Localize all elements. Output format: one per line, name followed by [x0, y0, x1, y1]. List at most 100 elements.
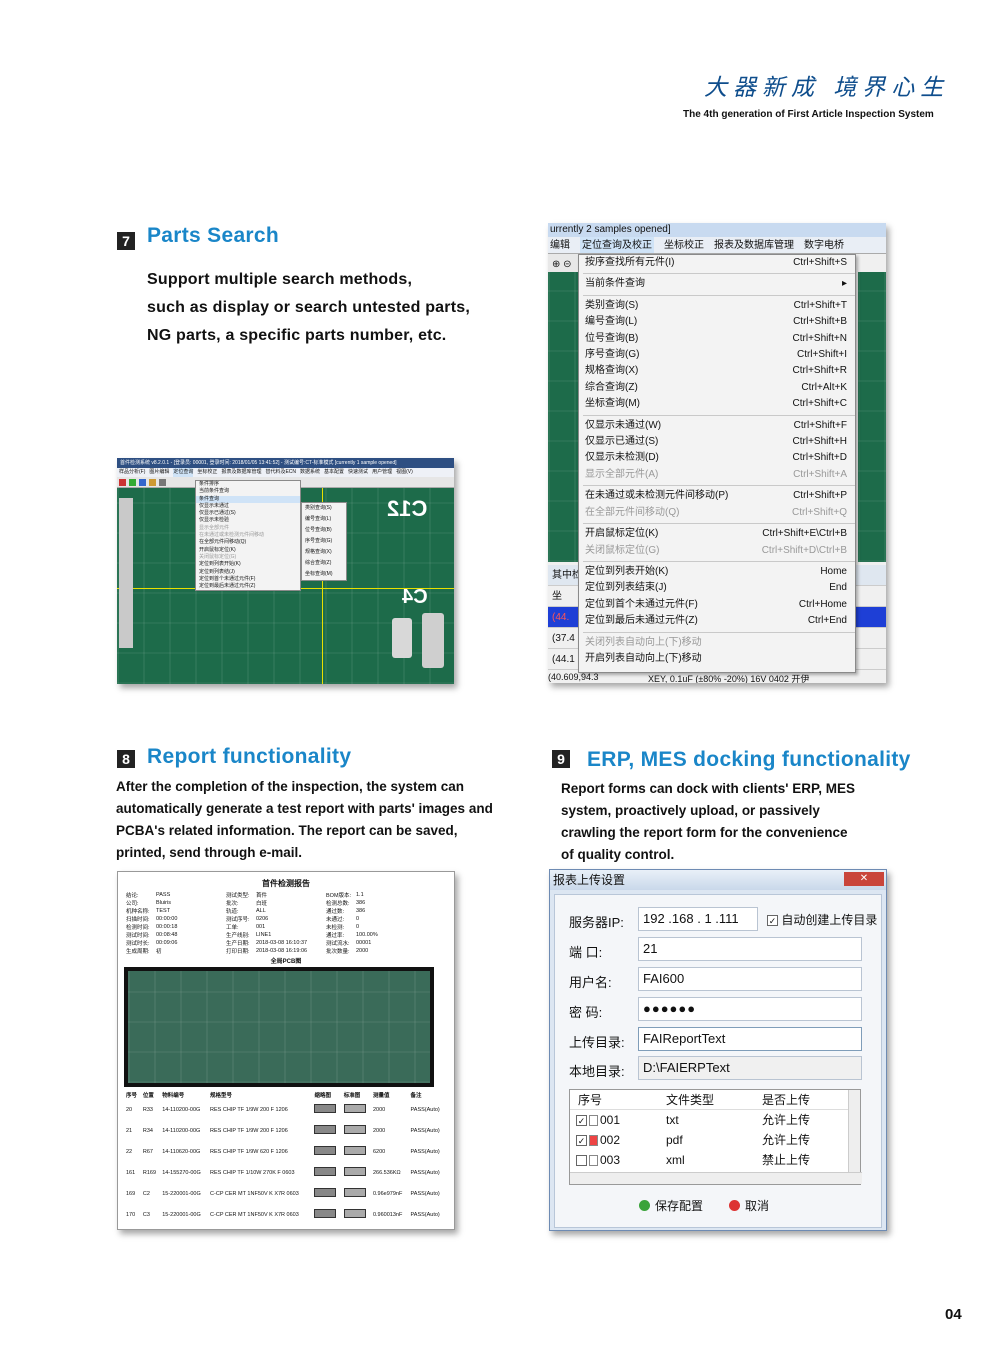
upload-dir-field[interactable]: FAIReportText [638, 1027, 862, 1051]
report-cell: 14-110200-00G [162, 1127, 201, 1134]
col-type[interactable]: 文件类型 [666, 1093, 715, 1107]
menu-item[interactable]: 显示全部元件(A)Ctrl+Shift+A [579, 467, 855, 483]
toolbar-icon[interactable] [149, 479, 156, 486]
toolbar-icon[interactable] [139, 479, 146, 486]
small-menu-item[interactable]: 定位到首个未通过元件(F) [199, 575, 256, 582]
file-checkbox[interactable] [576, 1155, 587, 1167]
menu-item[interactable]: 位号查询(B)Ctrl+Shift+N [579, 331, 855, 347]
checkbox-icon[interactable]: ✓ [767, 915, 778, 927]
menu-item[interactable]: 仅显示未检测(D)Ctrl+Shift+D [579, 450, 855, 466]
small-menu-item[interactable]: 仅显示未检验 [199, 517, 230, 524]
file-checkbox[interactable]: ✓ [576, 1115, 587, 1127]
local-dir-field[interactable]: D:\FAIERPText [638, 1056, 862, 1080]
small-menu-0[interactable]: 样品分析(F) [119, 469, 146, 475]
server-ip-field[interactable]: 192 .168 . 1 .111 [638, 907, 758, 931]
menubar-item-0[interactable]: 编辑 [550, 240, 570, 251]
small-submenu-item[interactable]: 综合查询(Z) [305, 560, 332, 566]
menu-item[interactable]: 仅显示已通过(S)Ctrl+Shift+H [579, 434, 855, 450]
small-menu-item[interactable]: 定位到最后未通过元件(Z) [199, 583, 256, 590]
menu-item[interactable]: 定位到列表开始(K)Home [579, 564, 855, 580]
menu-item[interactable]: 定位到列表结束(J)End [579, 580, 855, 596]
menubar-item-2[interactable]: 坐标校正 [664, 240, 704, 251]
menu-item[interactable]: 按序查找所有元件(I)Ctrl+Shift+S [579, 255, 855, 271]
menu-item[interactable]: 关闭鼠标定位(G)Ctrl+Shift+D\Ctrl+B [579, 543, 855, 559]
col-upload[interactable]: 是否上传 [762, 1093, 811, 1107]
small-menu-2[interactable]: 定位查询 [173, 468, 194, 477]
vertical-scrollbar[interactable] [848, 1090, 860, 1174]
small-submenu-item[interactable]: 编号查询(L) [305, 516, 332, 522]
col-id[interactable]: 序号 [578, 1093, 603, 1107]
small-menu-item[interactable]: 定位到列表结(J) [199, 568, 235, 575]
small-menu-item[interactable]: 显示全部元件 [199, 524, 230, 531]
small-submenu-item[interactable]: 序号查询(G) [305, 538, 333, 544]
menu-item[interactable]: 综合查询(Z)Ctrl+Alt+K [579, 380, 855, 396]
menu-item[interactable]: 开启列表自动向上(下)移动 [579, 651, 855, 667]
large-pcb-right [858, 272, 886, 562]
user-field[interactable]: FAI600 [638, 967, 862, 991]
save-button[interactable]: 保存配置 [639, 1197, 703, 1214]
small-menu-7[interactable]: 基本配置 [324, 469, 345, 475]
toolbar-icon[interactable] [159, 479, 166, 486]
menubar-item-3[interactable]: 报表及数据库管理 [714, 240, 794, 251]
report-thumb [342, 1162, 371, 1183]
port-field[interactable]: 21 [638, 937, 862, 961]
horizontal-scrollbar[interactable] [570, 1172, 862, 1184]
report-header-cell: 备注 [410, 1093, 422, 1099]
menu-item[interactable]: 定位到最后未通过元件(Z)Ctrl+End [579, 613, 855, 629]
small-submenu-item[interactable]: 类别查询(S) [305, 505, 332, 511]
close-icon[interactable]: ✕ [844, 872, 884, 886]
small-menu-9[interactable]: 用户管理 [372, 469, 393, 475]
menu-item[interactable]: 在全部元件间移动(Q)Ctrl+Shift+Q [579, 505, 855, 521]
menu-item[interactable]: 定位到首个未通过元件(F)Ctrl+Home [579, 597, 855, 613]
menu-item-label: 仅显示未检测(D) [585, 452, 659, 464]
small-menu-4[interactable]: 报表及数据库管理 [221, 469, 262, 475]
menu-item[interactable]: 当前条件查询▸ [579, 276, 855, 292]
menu-item[interactable]: 序号查询(G)Ctrl+Shift+I [579, 347, 855, 363]
small-menu-3[interactable]: 坐标校正 [197, 469, 218, 475]
menu-item[interactable]: 坐标查询(M)Ctrl+Shift+C [579, 396, 855, 412]
small-menu-1[interactable]: 图片编辑 [149, 469, 170, 475]
menu-item[interactable]: 仅显示未通过(W)Ctrl+Shift+F [579, 418, 855, 434]
menubar-item-1[interactable]: 定位查询及校正 [580, 237, 654, 253]
small-menu-item[interactable]: 在全部元件间移动(Q) [199, 539, 247, 546]
toolbar-icon[interactable] [119, 479, 126, 486]
small-menu-5[interactable]: 替代料及ECN [265, 469, 297, 475]
menu-item[interactable]: 规格查询(X)Ctrl+Shift+R [579, 363, 855, 379]
small-menu-8[interactable]: 快速测试 [348, 469, 369, 475]
small-menu-item[interactable]: 关闭鼠标定位(G) [199, 553, 237, 560]
small-submenu-item[interactable]: 规格查询(X) [305, 549, 332, 555]
cancel-button[interactable]: 取消 [729, 1197, 769, 1214]
small-menu-item[interactable]: 条件排序 [199, 481, 220, 487]
small-submenu-item[interactable]: 位号查询(B) [305, 527, 332, 533]
menu-item[interactable]: 关闭列表自动向上(下)移动 [579, 635, 855, 651]
menu-item[interactable]: 在未通过或未检测元件间移动(P)Ctrl+Shift+P [579, 488, 855, 504]
zoom-icon[interactable]: ⊕ ⊝ [548, 254, 578, 272]
file-checkbox[interactable]: ✓ [576, 1135, 587, 1147]
small-menu-item[interactable]: 开启鼠标定位(K) [199, 546, 236, 553]
small-menu-10[interactable]: 视图(V) [396, 469, 413, 475]
small-menu-item[interactable]: 条件查询 [196, 495, 300, 503]
small-menu-item[interactable]: 仅显示已通过(S) [199, 510, 236, 517]
menu-item[interactable]: 类别查询(S)Ctrl+Shift+T [579, 298, 855, 314]
report-cell: 14-155270-00G [162, 1169, 201, 1176]
auto-create-checkbox[interactable]: ✓ 自动创建上传目录 [767, 911, 877, 928]
menu-item[interactable]: 开启鼠标定位(K)Ctrl+Shift+E\Ctrl+B [579, 526, 855, 542]
menu-item[interactable]: 编号查询(L)Ctrl+Shift+B [579, 314, 855, 330]
menubar-item-4[interactable]: 数字电桥 [804, 240, 844, 251]
menu-item-shortcut: Ctrl+Shift+E\Ctrl+B [762, 528, 847, 540]
toolbar-icon[interactable] [129, 479, 136, 486]
small-menu-6[interactable]: 数据系统 [300, 469, 321, 475]
small-menu-item[interactable]: 仅显示未通过 [199, 502, 230, 509]
small-submenu-item[interactable]: 坐标查询(M) [305, 571, 333, 577]
small-menu-item[interactable]: 在未通过或未检测元件间移动 [199, 532, 265, 539]
small-menu-item[interactable]: 当前条件查询 [199, 488, 230, 495]
report-thumb [312, 1141, 341, 1162]
report-cell: RES CHIP TF 1/9W 620 F 1206 [210, 1148, 288, 1155]
small-menu-item[interactable]: 定位到列表开始(K) [199, 561, 241, 568]
password-field[interactable]: ●●●●●● [638, 997, 862, 1021]
